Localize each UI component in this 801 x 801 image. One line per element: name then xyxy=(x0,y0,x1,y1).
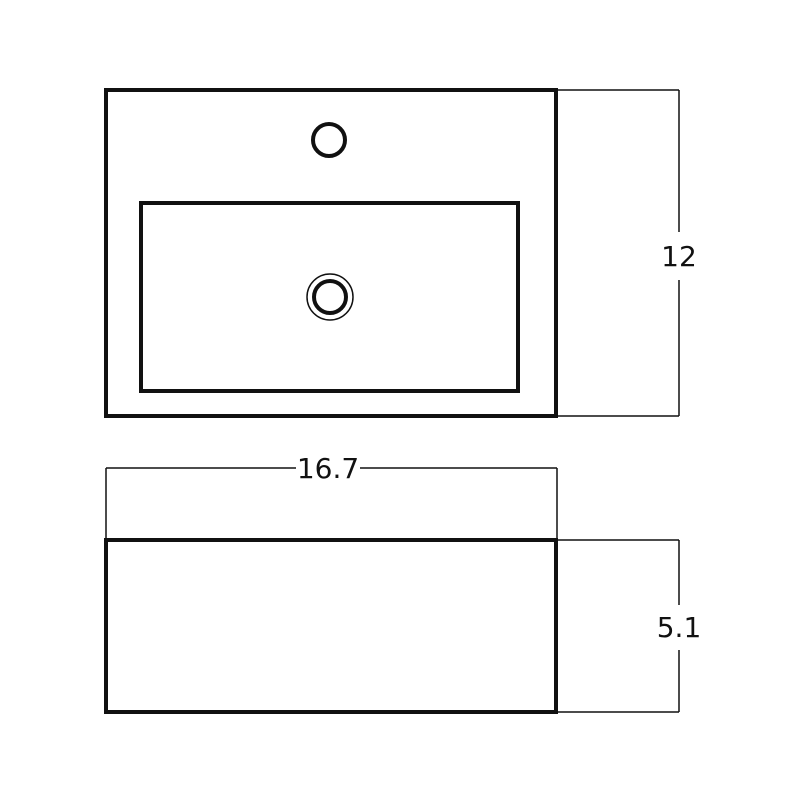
drain-outer-icon xyxy=(306,273,354,321)
height-dimension xyxy=(557,539,680,713)
faucet-hole-icon xyxy=(311,122,347,158)
top-view xyxy=(104,88,558,418)
depth-label: 12 xyxy=(661,240,697,273)
sink-outline-top xyxy=(104,88,558,418)
height-label: 5.1 xyxy=(657,611,702,644)
side-view xyxy=(104,538,558,714)
depth-dimension xyxy=(557,89,680,417)
width-label: 16.7 xyxy=(297,452,359,485)
sink-outline-side xyxy=(104,538,558,714)
basin-outline xyxy=(139,201,520,393)
width-dimension xyxy=(105,467,558,540)
drain-inner-icon xyxy=(312,279,348,315)
